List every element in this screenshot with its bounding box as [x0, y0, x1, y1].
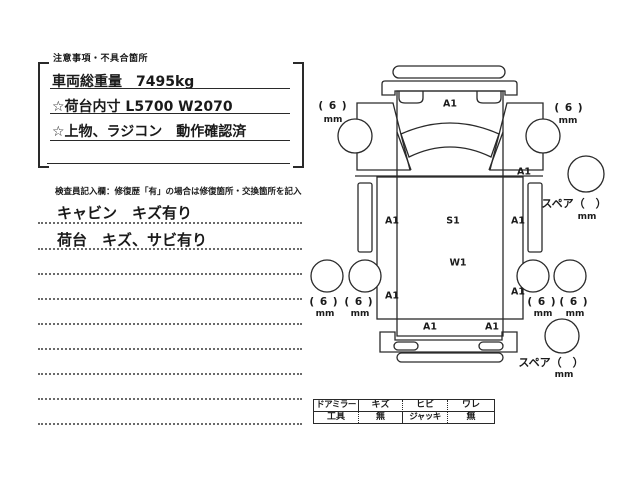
tread-depth-front-right: ( 6 )	[554, 102, 584, 114]
cab-outline	[396, 90, 504, 177]
front-wheel-right	[525, 118, 561, 154]
table-cell-crack: ヒビ	[403, 400, 448, 412]
tread-depth-rear-right-outer: ( 6 )	[559, 296, 589, 308]
panel-code-right-low: A1	[511, 286, 525, 298]
front-fender-left	[356, 102, 411, 171]
tread-unit-rear-left-outer: mm	[315, 309, 335, 319]
rear-bottom-bar	[396, 352, 504, 363]
table-cell-jack-none: 無	[466, 412, 476, 422]
rule-line	[47, 163, 290, 164]
rule-line	[50, 140, 290, 141]
ruled-line	[38, 273, 302, 275]
cab-visor-right	[476, 91, 502, 104]
side-guard-right	[527, 182, 543, 253]
panel-code-rear-left: A1	[423, 321, 437, 333]
spare-tire-bottom	[544, 318, 580, 354]
rear-wheel-right-outer	[553, 259, 587, 293]
spare-tire-bottom-label: スペア（ ）	[518, 356, 584, 369]
panel-code-cab-right: A1	[517, 166, 531, 178]
rule-line	[50, 113, 290, 114]
tread-depth-rear-left-inner: ( 6 )	[344, 296, 374, 308]
spare-tire-bottom-unit: mm	[554, 370, 574, 380]
front-wheel-left	[337, 118, 373, 154]
panel-code-left-low: A1	[385, 290, 399, 302]
tread-unit-rear-right-inner: mm	[533, 309, 553, 319]
note-equipment-checked: ☆上物、ラジコン 動作確認済	[52, 124, 247, 140]
tread-depth-rear-left-outer: ( 6 )	[309, 296, 339, 308]
table-cell-tools-none: 無	[359, 412, 403, 423]
table-cell-jack: ジャッキ	[403, 412, 448, 423]
panel-code-bed: W1	[449, 257, 467, 269]
tread-unit-rear-left-inner: mm	[350, 309, 370, 319]
tread-unit-front-right: mm	[558, 116, 578, 126]
cargo-bed-outer	[376, 176, 524, 320]
ruled-line	[38, 222, 302, 224]
inspector-instruction: 検査員記入欄：修復歴「有」の場合は修復箇所・交換箇所を記入	[55, 187, 302, 197]
cab-visor-left	[398, 91, 424, 104]
front-top-bar	[392, 65, 506, 79]
windshield	[400, 122, 500, 158]
panel-code-left-mid: A1	[385, 215, 399, 227]
ruled-line	[38, 348, 302, 350]
panel-code-right-mid: A1	[511, 215, 525, 227]
rear-wheel-right-inner	[516, 259, 550, 293]
table-cell-mirror-condition: キズ	[359, 400, 403, 412]
notes-box-left-bracket	[38, 62, 49, 168]
rear-lamp-left	[393, 341, 419, 351]
notes-box-right-bracket	[293, 62, 304, 168]
cargo-bed-inner	[396, 177, 504, 337]
ruled-line	[38, 423, 302, 425]
inspector-entry-cabin: キャビン キズ有り	[57, 204, 193, 222]
ruled-line	[38, 248, 302, 250]
spare-tire-top-label: スペア（ ）	[541, 197, 607, 210]
rear-wheel-left-outer	[310, 259, 344, 293]
rule-line	[50, 88, 290, 89]
panel-code-rear-right: A1	[485, 321, 499, 333]
tread-unit-rear-right-outer: mm	[565, 309, 585, 319]
notes-box-title: 注意事項・不具合箇所	[53, 54, 149, 64]
ruled-line	[38, 398, 302, 400]
equipment-table: ドアミラー キズ ヒビ ワレ 工具 無 ジャッキ 無	[313, 399, 495, 424]
spare-tire-top	[567, 155, 605, 193]
ruled-line	[38, 373, 302, 375]
rear-wheel-left-inner	[348, 259, 382, 293]
ruled-line	[38, 298, 302, 300]
tread-depth-rear-right-inner: ( 6 )	[527, 296, 557, 308]
note-bed-inner-size: ☆荷台内寸 L5700 W2070	[52, 99, 233, 115]
panel-code-cab: A1	[443, 98, 457, 110]
panel-code-center: S1	[446, 215, 460, 227]
rear-lamp-right	[478, 341, 504, 351]
note-gross-weight: 車両総重量 7495kg	[52, 74, 195, 90]
ruled-line	[38, 323, 302, 325]
side-guard-left	[357, 182, 373, 253]
spare-tire-top-unit: mm	[577, 212, 597, 222]
front-bumper	[381, 80, 518, 96]
tread-unit-front-left: mm	[323, 115, 343, 125]
rear-bumper	[379, 331, 518, 353]
table-cell-break: ワレ	[448, 400, 494, 412]
inspector-entry-bed: 荷台 キズ、サビ有り	[57, 231, 208, 249]
front-fender-right	[489, 102, 544, 171]
tread-depth-front-left: ( 6 )	[318, 100, 348, 112]
table-cell-tools: 工具	[314, 412, 359, 423]
table-cell-door-mirror: ドアミラー	[314, 400, 359, 412]
